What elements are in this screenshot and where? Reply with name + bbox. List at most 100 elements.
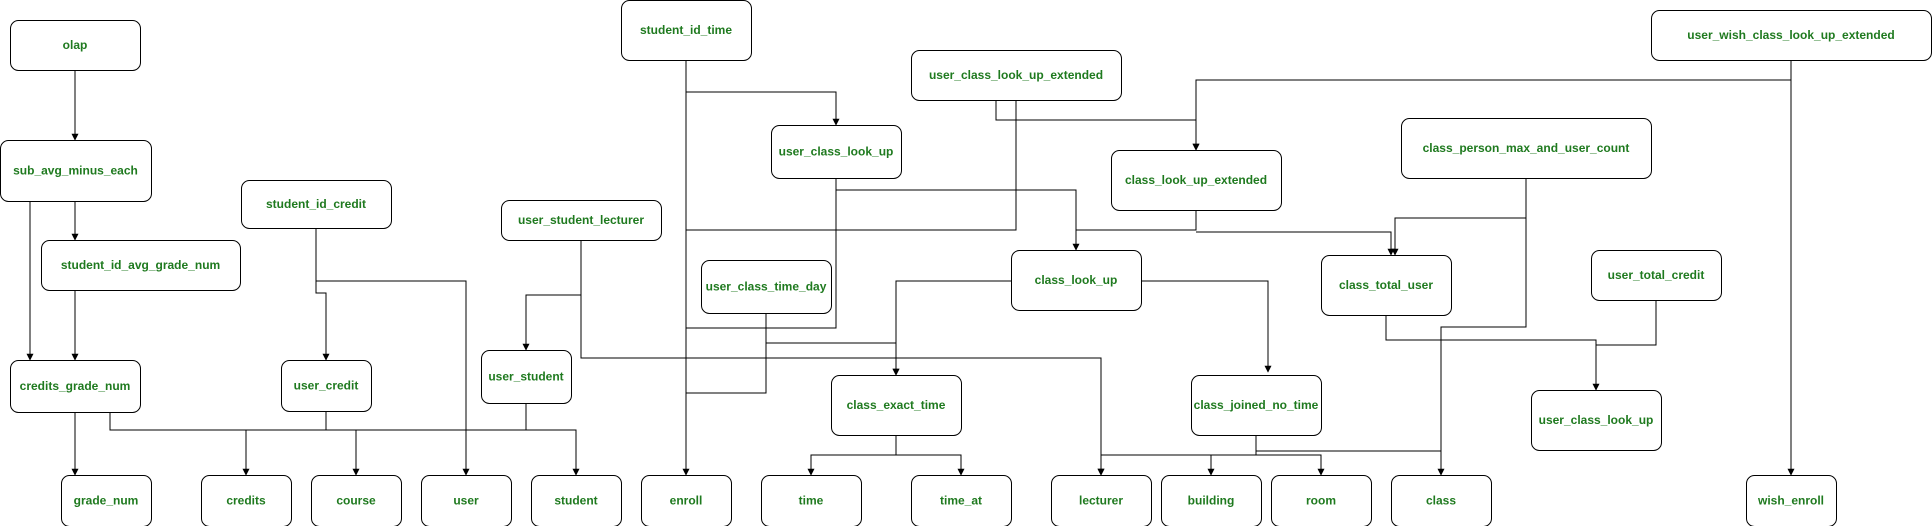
node-label: user bbox=[453, 494, 479, 508]
node-credits-grade-num[interactable]: credits_grade_num bbox=[10, 360, 141, 413]
node-label: user_credit bbox=[294, 379, 359, 393]
edge-class_person_max_and_user_count-to-class_total_user bbox=[1391, 178, 1527, 256]
node-label: class bbox=[1426, 494, 1456, 508]
edge-class_look_up_extended-to-class_total_user bbox=[1196, 231, 1395, 256]
node-sub-avg-minus-each[interactable]: sub_avg_minus_each bbox=[0, 140, 152, 202]
node-box bbox=[641, 475, 732, 526]
node-class-joined-no-time[interactable]: class_joined_no_time bbox=[1191, 375, 1322, 436]
edge-class_total_user-to-user_class_look_up_2 bbox=[1385, 315, 1600, 391]
node-user-student-lecturer[interactable]: user_student_lecturer bbox=[501, 200, 662, 241]
node-user[interactable]: user bbox=[421, 475, 512, 526]
node-label: time bbox=[799, 494, 824, 508]
node-box bbox=[481, 350, 572, 404]
node-user-wish-class-look-up-extended[interactable]: user_wish_class_look_up_extended bbox=[1651, 10, 1932, 61]
node-label: room bbox=[1306, 494, 1336, 508]
node-course[interactable]: course bbox=[311, 475, 402, 526]
node-box bbox=[1011, 250, 1142, 311]
node-user-credit[interactable]: user_credit bbox=[281, 360, 372, 412]
node-box bbox=[61, 475, 152, 526]
edge-credits_grade_num-to-credits bbox=[109, 412, 250, 476]
node-class-person-max-and-user-count[interactable]: class_person_max_and_user_count bbox=[1401, 118, 1652, 179]
node-building[interactable]: building bbox=[1161, 475, 1262, 526]
node-box bbox=[831, 375, 962, 436]
node-box bbox=[1746, 475, 1837, 526]
node-label: class_look_up bbox=[1035, 273, 1118, 287]
node-label: wish_enroll bbox=[1757, 494, 1824, 508]
edge-student_id_credit-to-user bbox=[316, 280, 470, 476]
node-box bbox=[701, 260, 832, 314]
node-label: user_class_look_up bbox=[1539, 413, 1654, 427]
node-label: sub_avg_minus_each bbox=[13, 164, 138, 178]
node-label: enroll bbox=[670, 494, 703, 508]
node-label: credits_grade_num bbox=[20, 379, 131, 393]
edge-user_class_look_up_extended-to-class_look_up_extended bbox=[995, 100, 1200, 151]
node-box bbox=[531, 475, 622, 526]
edge-class_exact_time-to-time_at bbox=[896, 454, 965, 476]
node-label: student_id_credit bbox=[266, 197, 366, 211]
node-student[interactable]: student bbox=[531, 475, 622, 526]
node-box bbox=[1111, 150, 1282, 211]
node-student-id-avg-grade-num[interactable]: student_id_avg_grade_num bbox=[41, 240, 241, 291]
node-label: credits bbox=[226, 494, 266, 508]
node-time-at[interactable]: time_at bbox=[911, 475, 1012, 526]
node-user-class-time-day[interactable]: user_class_time_day bbox=[701, 260, 832, 314]
node-box bbox=[911, 475, 1012, 526]
node-label: user_class_look_up_extended bbox=[929, 68, 1103, 82]
edge-credits_grade_num-to-student bbox=[356, 429, 580, 476]
node-label: student_id_avg_grade_num bbox=[61, 258, 220, 272]
node-box bbox=[761, 475, 862, 526]
node-label: course bbox=[336, 494, 376, 508]
edge-class_look_up-to-class_joined_no_time bbox=[1141, 280, 1272, 373]
node-box bbox=[1401, 118, 1652, 179]
edge-class_look_up_extended-to-class_look_up bbox=[1076, 210, 1197, 231]
node-box bbox=[10, 360, 141, 413]
node-box bbox=[421, 475, 512, 526]
node-box bbox=[0, 140, 152, 202]
node-label: grade_num bbox=[74, 494, 139, 508]
node-box bbox=[1051, 475, 1152, 526]
edge-class_joined_no_time-to-class bbox=[1255, 435, 1441, 452]
node-olap[interactable]: olap bbox=[10, 20, 141, 71]
node-wish-enroll[interactable]: wish_enroll bbox=[1746, 475, 1837, 526]
node-box bbox=[911, 50, 1122, 101]
node-label: class_person_max_and_user_count bbox=[1423, 141, 1630, 155]
node-label: user_student_lecturer bbox=[518, 213, 644, 227]
node-time[interactable]: time bbox=[761, 475, 862, 526]
node-credits[interactable]: credits bbox=[201, 475, 292, 526]
node-label: lecturer bbox=[1079, 494, 1123, 508]
node-label: user_student bbox=[488, 370, 563, 384]
node-label: class_exact_time bbox=[847, 398, 946, 412]
node-box bbox=[1531, 390, 1662, 451]
node-class-look-up[interactable]: class_look_up bbox=[1011, 250, 1142, 311]
node-box bbox=[201, 475, 292, 526]
edge-user_student_lecturer-to-lecturer bbox=[580, 295, 1105, 476]
node-label: user_wish_class_look_up_extended bbox=[1687, 28, 1894, 42]
edge-user_total_credit-to-user_class_look_up_2 bbox=[1596, 300, 1657, 346]
edge-user_class_look_up_1-to-class_look_up bbox=[836, 189, 1080, 251]
node-user-class-look-up-2[interactable]: user_class_look_up bbox=[1531, 390, 1662, 451]
node-lecturer[interactable]: lecturer bbox=[1051, 475, 1152, 526]
node-user-class-look-up-1[interactable]: user_class_look_up bbox=[771, 125, 902, 179]
node-user-total-credit[interactable]: user_total_credit bbox=[1591, 250, 1722, 301]
node-student-id-time[interactable]: student_id_time bbox=[621, 0, 752, 61]
node-box bbox=[311, 475, 402, 526]
node-class-exact-time[interactable]: class_exact_time bbox=[831, 375, 962, 436]
edge-user_class_look_up_extended-to-enroll bbox=[686, 100, 1017, 231]
node-student-id-credit[interactable]: student_id_credit bbox=[241, 180, 392, 229]
edge-class_joined_no_time-to-room bbox=[1256, 454, 1325, 476]
node-grade-num[interactable]: grade_num bbox=[61, 475, 152, 526]
node-label: class_look_up_extended bbox=[1125, 173, 1267, 187]
node-user-class-look-up-extended[interactable]: user_class_look_up_extended bbox=[911, 50, 1122, 101]
edge-class_exact_time-to-time bbox=[807, 435, 897, 476]
node-enroll[interactable]: enroll bbox=[641, 475, 732, 526]
node-room[interactable]: room bbox=[1271, 475, 1372, 526]
edge-class_person_max_and_user_count-to-class bbox=[1437, 178, 1527, 476]
node-user-student[interactable]: user_student bbox=[481, 350, 572, 404]
node-class-total-user[interactable]: class_total_user bbox=[1321, 255, 1452, 316]
node-class-look-up-extended[interactable]: class_look_up_extended bbox=[1111, 150, 1282, 211]
node-box bbox=[1591, 250, 1722, 301]
edge-class_joined_no_time-to-lecturer bbox=[1097, 435, 1257, 476]
node-box bbox=[1161, 475, 1262, 526]
node-class[interactable]: class bbox=[1391, 475, 1492, 526]
